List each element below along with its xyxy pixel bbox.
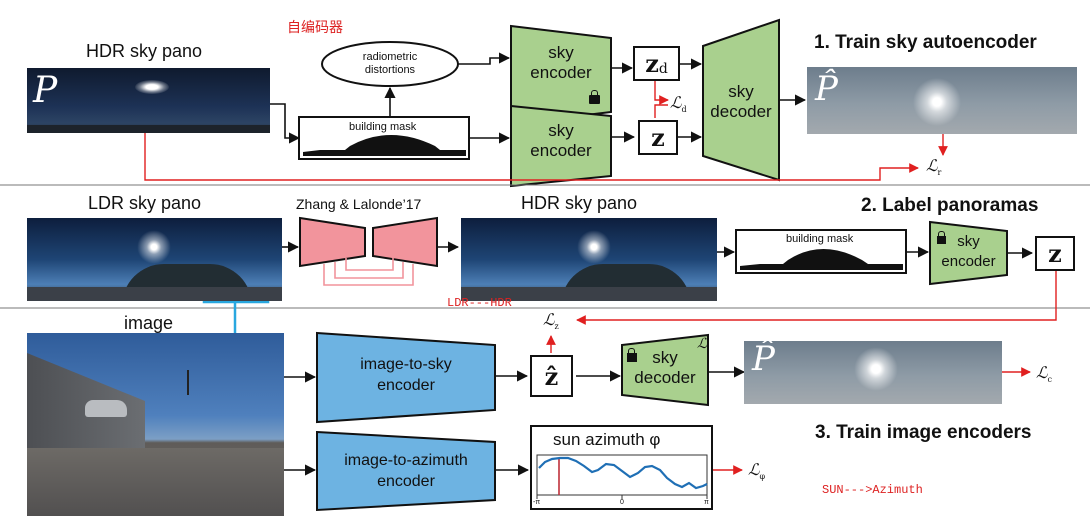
lock-icon: [589, 90, 600, 104]
input-image-photo: [27, 333, 284, 516]
loss-phi-label: ℒφ: [748, 460, 766, 482]
output-symbol-phat-3: P̂: [752, 341, 775, 379]
loss-r-arrow-from-p: [144, 133, 919, 181]
section2-title: 2. Label panoramas: [861, 195, 1039, 216]
azimuth-curve: [538, 456, 708, 490]
zhang-encoder-shape: [299, 216, 366, 268]
arrow-p-to-mask: [270, 103, 301, 144]
hdr-sky-pano-input: P: [27, 68, 270, 133]
ldr-hdr-note: LDR---HDR: [447, 296, 512, 310]
decoder-mark-label: ℒ: [697, 336, 708, 352]
reconstructed-pano-3: P̂: [744, 341, 1002, 404]
hdr-sky-pano-label: [461, 218, 717, 301]
image-to-sky-shape: [316, 331, 496, 424]
sky-encoder-top-shape: [510, 24, 612, 126]
sky-decoder-shape-3: [621, 333, 709, 407]
building-silhouette-1: [303, 135, 466, 156]
azimuth-tick-zero: 0: [620, 499, 624, 506]
loss-d-label: ℒd: [670, 93, 687, 115]
latent-zhat-box: ẑ: [530, 355, 573, 397]
latent-z-box-1: z: [638, 120, 678, 155]
loss-d-arrows-2: [654, 104, 668, 118]
loss-d-arrows: [654, 80, 669, 105]
building-mask-label-1: building mask: [349, 121, 417, 133]
arrow-distortions-to-encoder: [458, 52, 511, 65]
loss-z-label: ℒz: [543, 310, 559, 332]
section1-title: 1. Train sky autoencoder: [814, 32, 1037, 53]
ldr-sky-pano-title: LDR sky pano: [88, 193, 202, 213]
output-symbol-phat-1: P̂: [815, 69, 838, 109]
building-mask-label-2: building mask: [786, 233, 854, 245]
image-to-azimuth-shape: [316, 430, 496, 512]
lock-icon-2: [937, 231, 946, 244]
hdr-sky-pano-title-2: HDR sky pano: [521, 193, 638, 213]
loss-z-arrow-from-label: [576, 271, 1057, 325]
azimuth-tick-neg-pi: -π: [533, 499, 541, 506]
ldr-sky-pano: [27, 218, 282, 301]
latent-z-box-2: z: [1035, 236, 1075, 271]
autoencoder-note: 自编码器: [287, 19, 343, 35]
sun-azimuth-note: SUN--->Azimuth: [822, 483, 923, 497]
azimuth-plot-area: [536, 454, 708, 496]
skip-connections: [323, 258, 414, 286]
sky-encoder-shape-2: [929, 220, 1008, 286]
loss-r-label: ℒr: [926, 156, 942, 178]
building-silhouette-2: [740, 249, 903, 270]
azimuth-tick-pi: π: [704, 499, 709, 506]
sky-encoder-bottom-shape: [510, 104, 612, 188]
zhang-decoder-shape: [372, 216, 438, 268]
image-title: image: [124, 313, 174, 333]
reconstructed-pano-1: P̂: [807, 67, 1077, 134]
azimuth-plot-title: sun azimuth φ: [553, 430, 661, 449]
zhang-lalonde-label: Zhang & Lalonde’17: [296, 196, 422, 212]
lock-icon-3: [627, 348, 637, 362]
section3-title: 3. Train image encoders: [815, 422, 1032, 443]
input-symbol-p: P: [33, 70, 58, 111]
hdr-sky-pano-title-1: HDR sky pano: [86, 41, 203, 61]
loss-c-label: ℒc: [1036, 363, 1053, 385]
